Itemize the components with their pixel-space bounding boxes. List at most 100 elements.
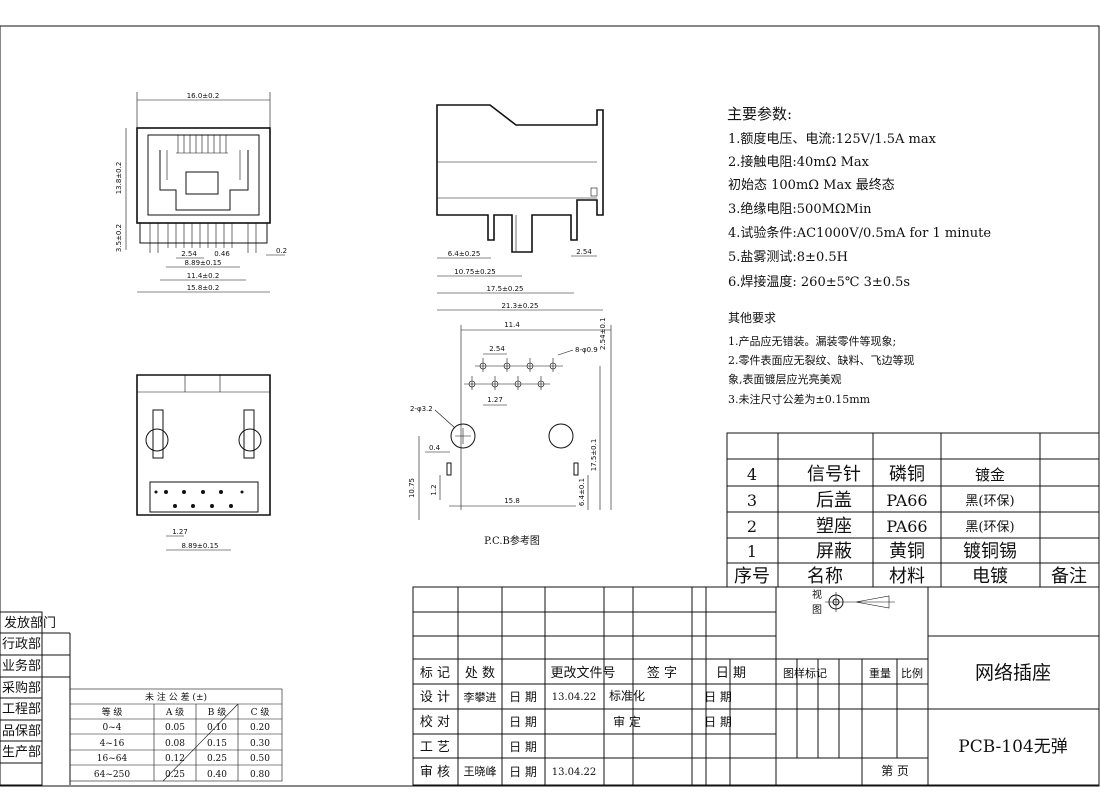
tol-cell: 0.08 xyxy=(165,739,185,749)
dim-pcb-11-4: 11.4 xyxy=(504,321,520,329)
tb-approver: 王晓峰 xyxy=(464,765,497,778)
tb-label: 日 期 xyxy=(716,666,746,681)
tol-cell: 0.10 xyxy=(207,723,227,733)
tol-header: 等 级 xyxy=(102,706,123,718)
bom-cell: 镀金 xyxy=(975,466,1005,484)
tol-cell: 0.30 xyxy=(250,739,270,749)
tb-label: 日 期 xyxy=(509,765,537,779)
tb-label: 日 期 xyxy=(509,715,537,729)
dim-side-pitch: 2.54 xyxy=(576,248,592,256)
tol-cell: 0~4 xyxy=(103,723,122,733)
req-title: 其他要求 xyxy=(728,311,776,325)
title-block: 视 图 标 记 处 数 更改文件号 签 字 日 期 图样标记 重量 比例 设 计… xyxy=(412,586,1100,786)
dim-side-10-75: 10.75±0.25 xyxy=(454,268,496,276)
req-line: 1.产品应无错装。漏装零件等现象; xyxy=(728,334,896,348)
tb-label: 审 定 xyxy=(613,714,641,729)
dim-pcb-row-pitch: 2.54±0.1 xyxy=(599,317,607,350)
bom-header: 材料 xyxy=(889,566,925,587)
tol-title: 未 注 公 差 (±) xyxy=(145,691,207,703)
tb-label: 日 期 xyxy=(509,690,537,704)
bom-cell: 3 xyxy=(747,491,757,510)
dim-pcb-10-75: 10.75 xyxy=(408,478,416,498)
tolerance-table: 未 注 公 差 (±) 等 级 A 级 B 级 C 级 0~4 0.05 0.1… xyxy=(69,688,283,782)
side-view: 2.54 6.4±0.25 10.75±0.25 17.5±0.25 21.3±… xyxy=(436,104,604,311)
dim-width: 16.0±0.2 xyxy=(187,92,220,100)
dim-pcb-mount-holes: 2-φ3.2 xyxy=(410,405,433,413)
tb-label: 签 字 xyxy=(647,665,677,681)
dim-side-6-4: 6.4±0.25 xyxy=(448,250,481,258)
dim-pin-span: 8.89±0.15 xyxy=(184,259,221,267)
dist-dept: 行政部 xyxy=(2,637,41,652)
tol-cell: 0.15 xyxy=(207,739,227,749)
bom-cell: 2 xyxy=(747,517,757,536)
dist-dept: 业务部 xyxy=(2,658,41,674)
tb-page: 第 页 xyxy=(881,764,909,778)
view-label: 图 xyxy=(812,604,822,616)
sheet-border xyxy=(0,25,1100,787)
tb-label: 更改文件号 xyxy=(550,666,615,681)
req-line: 3.未注尺寸公差为±0.15mm xyxy=(728,392,871,406)
req-line: 象,表面镀层应光亮美观 xyxy=(728,372,842,386)
param-line: 6.焊接温度: 260±5℃ 3±0.5s xyxy=(728,274,910,290)
dim-post-span: 11.4±0.2 xyxy=(187,272,220,280)
param-line: 4.试验条件:AC1000V/0.5mA for 1 minute xyxy=(728,225,991,241)
bom-header: 名称 xyxy=(807,566,843,587)
dim-pin-width: 0.46 xyxy=(214,250,230,258)
tb-label: 审 核 xyxy=(420,765,450,780)
dim-pcb-15-8: 15.8 xyxy=(504,497,520,505)
dist-dept: 品保部 xyxy=(2,724,41,739)
param-line: 1.额度电压、电流:125V/1.5A max xyxy=(728,131,937,147)
tol-header: C 级 xyxy=(251,706,270,718)
req-line: 2.零件表面应无裂纹、缺料、飞边等现 xyxy=(728,353,915,367)
dim-thickness: 0.2 xyxy=(276,247,287,255)
bom-cell: 磷铜 xyxy=(889,464,925,485)
projection-symbol xyxy=(825,592,895,612)
tb-label: 处 数 xyxy=(465,666,495,681)
dist-dept: 采购部 xyxy=(2,680,41,696)
bom-cell: 信号针 xyxy=(807,464,861,485)
bom-cell: 4 xyxy=(747,465,757,484)
tol-cell: 0.05 xyxy=(165,723,185,733)
tol-cell: 0.25 xyxy=(165,770,185,780)
dim-side-17-5: 17.5±0.25 xyxy=(486,285,523,293)
tb-label: 日 期 xyxy=(509,740,537,754)
params-title: 主要参数: xyxy=(727,105,792,123)
tol-cell: 4~16 xyxy=(100,739,125,749)
pcb-reference-view: 11.4 2.54 8-φ0.9 2.54±0.1 1.27 2-φ3.2 0.… xyxy=(408,317,612,547)
tb-design-date: 13.04.22 xyxy=(552,692,597,703)
other-requirements: 其他要求 1.产品应无错装。漏装零件等现象; 2.零件表面应无裂纹、缺料、飞边等… xyxy=(728,311,915,406)
dim-bottom-8-89: 8.89±0.15 xyxy=(181,542,218,550)
tb-approve-date: 13.04.22 xyxy=(552,767,597,778)
front-view: 16.0±0.2 13.8±0.2 3.5±0.2 0.2 2.54 0.46 … xyxy=(115,92,287,293)
tb-label: 重量 xyxy=(869,666,891,680)
param-line: 5.盐雾测试:8±0.5H xyxy=(728,250,848,265)
tb-designer: 李攀进 xyxy=(464,690,497,704)
param-line: 3.绝缘电阻:500MΩMin xyxy=(728,201,872,217)
bom-table: 4 信号针 磷铜 镀金 3 后盖 PA66 黑(环保) 2 塑座 PA66 黑(… xyxy=(726,432,1100,588)
bom-cell: 1 xyxy=(747,542,757,561)
view-label: 视 xyxy=(812,588,822,601)
param-line: 初始态 100mΩ Max 最终态 xyxy=(728,177,895,193)
tol-header: B 级 xyxy=(208,706,226,718)
bom-cell: 镀铜锡 xyxy=(963,541,1017,562)
dim-bottom-1-27: 1.27 xyxy=(172,528,188,536)
bom-header: 序号 xyxy=(734,566,770,587)
dist-title: 发放部门 xyxy=(4,615,56,631)
bom-cell: 黑(环保) xyxy=(965,520,1014,535)
dim-side-21-3: 21.3±0.25 xyxy=(501,302,538,310)
tol-cell: 64~250 xyxy=(94,770,130,780)
bottom-view: 1.27 8.89±0.15 xyxy=(136,374,271,551)
tol-cell: 0.80 xyxy=(250,770,270,780)
tb-label: 设 计 xyxy=(420,690,450,705)
dim-pcb-17-5: 17.5±0.1 xyxy=(590,439,598,472)
part-number: PCB-104无弹 xyxy=(958,737,1067,757)
dist-dept: 工程部 xyxy=(2,702,41,717)
dim-pcb-1-2: 1.2 xyxy=(430,484,438,495)
tol-header: A 级 xyxy=(165,706,184,718)
tol-cell: 0.25 xyxy=(207,754,227,764)
bom-header: 电镀 xyxy=(972,566,1008,587)
pcb-caption: P.C.B参考图 xyxy=(484,534,540,547)
dim-pin-height: 3.5±0.2 xyxy=(115,224,123,252)
distribution-table: 发放部门 行政部 业务部 采购部 工程部 品保部 生产部 xyxy=(0,611,71,786)
